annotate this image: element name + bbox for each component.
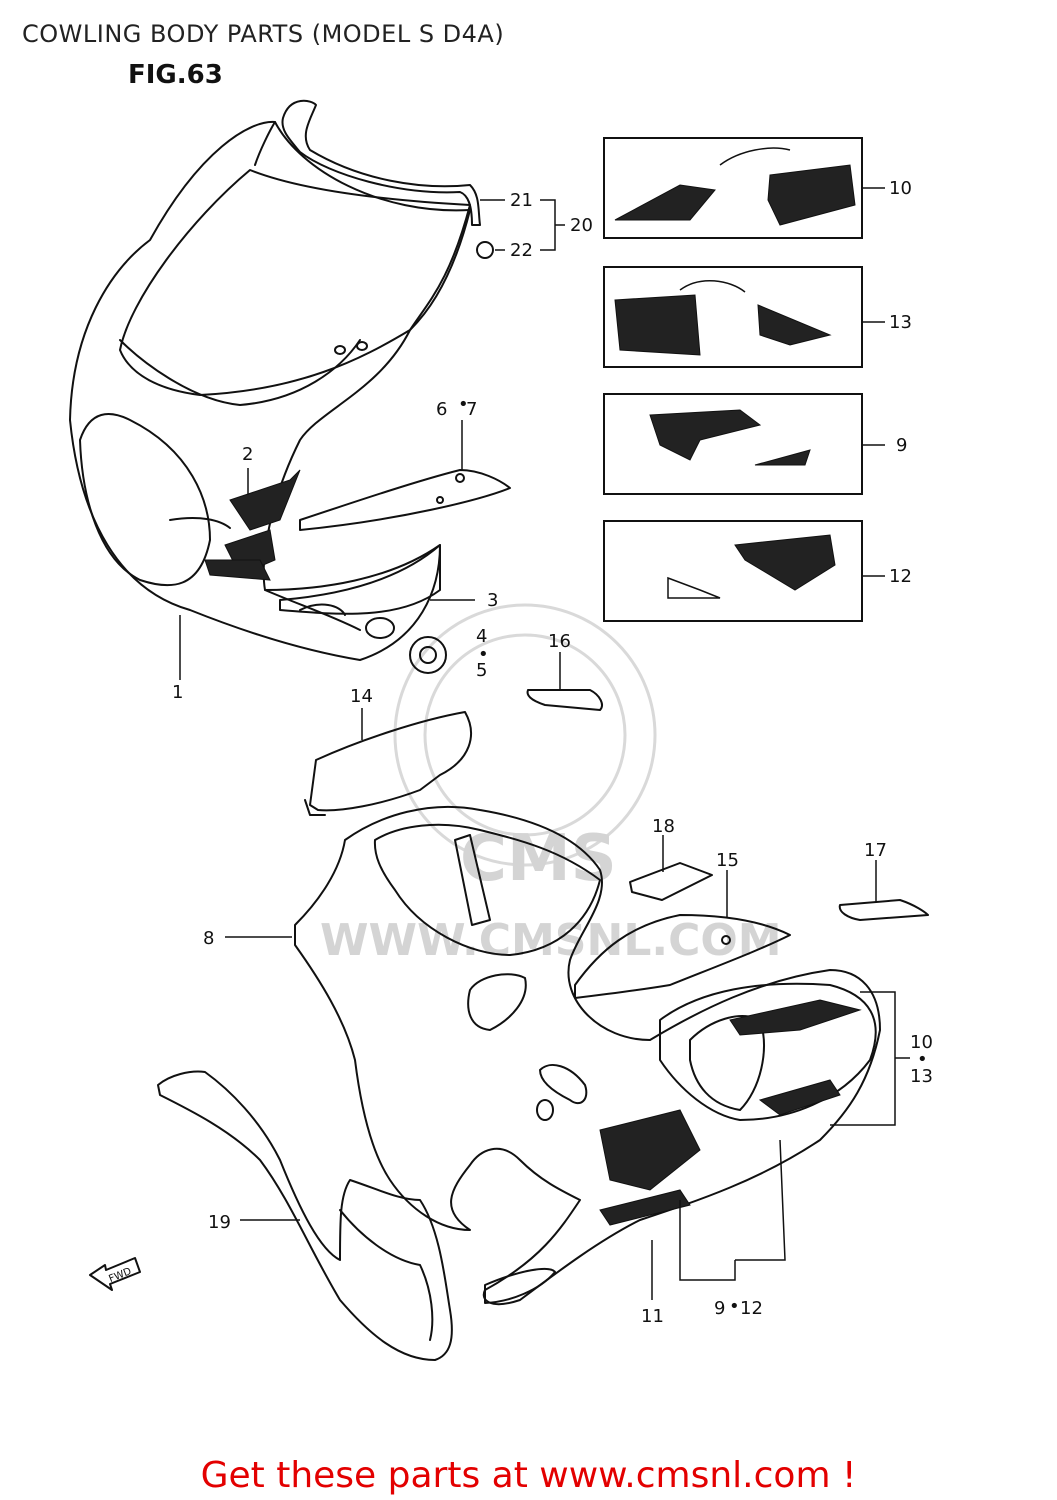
lower-cowl-decals	[599, 999, 862, 1226]
callout-11: 11	[641, 1306, 664, 1327]
watermark: CMS WWW.CMSNL.COM	[320, 603, 782, 966]
svg-text:•: •	[478, 644, 489, 665]
under-cover	[574, 914, 791, 999]
svg-text:•: •	[917, 1049, 928, 1070]
callout-12b: 12	[740, 1298, 763, 1319]
decal-box-9	[603, 393, 863, 495]
callout-5: 5	[476, 660, 487, 681]
cowl-decal	[204, 469, 301, 581]
side-panel	[304, 711, 472, 816]
clip	[838, 899, 929, 921]
callout-labels: 1 2 3 4 5 6 7 8 9 9 10 10 11 12 12 13 13…	[172, 178, 933, 1327]
callout-6: 6	[436, 399, 447, 420]
windscreen	[119, 121, 471, 396]
callout-7: 7	[466, 399, 477, 420]
callout-10: 10	[889, 178, 912, 199]
lower-cowling	[294, 805, 881, 1306]
grommet	[409, 636, 447, 674]
parts-diagram: CMS WWW.CMSNL.COM	[69, 99, 933, 1361]
callout-13: 13	[889, 312, 912, 333]
callout-1: 1	[172, 682, 183, 703]
callout-3: 3	[487, 590, 498, 611]
callout-4: 4	[476, 626, 487, 647]
callout-22: 22	[510, 240, 533, 261]
callout-21: 21	[510, 190, 533, 211]
decal-box-13	[603, 266, 863, 368]
callout-19: 19	[208, 1212, 231, 1233]
watermark-url-text: WWW.CMSNL.COM	[320, 915, 782, 966]
screw	[476, 241, 494, 259]
trim-strip	[484, 1267, 556, 1304]
windscreen-trim	[281, 99, 481, 226]
page-title: COWLING BODY PARTS (MODEL S D4A)	[22, 20, 505, 48]
svg-text:•: •	[729, 1296, 740, 1317]
callout-9: 9	[896, 435, 907, 456]
callout-14: 14	[350, 686, 373, 707]
callout-8: 8	[203, 928, 214, 949]
footer-promo-text: Get these parts at www.cmsnl.com !	[200, 1455, 857, 1496]
leader-lines	[179, 187, 910, 1300]
inner-lower-panel	[157, 1070, 453, 1361]
callout-2: 2	[242, 444, 253, 465]
watermark-logo-text: CMS	[460, 822, 617, 896]
decal-box-12	[603, 520, 863, 622]
callout-12: 12	[889, 566, 912, 587]
svg-text:•: •	[458, 394, 469, 415]
callout-10b: 10	[910, 1032, 933, 1053]
callout-13b: 13	[910, 1066, 933, 1087]
callout-20: 20	[570, 215, 593, 236]
inner-panel	[279, 544, 441, 615]
decal-box-10	[603, 137, 863, 239]
figure-number: FIG.63	[128, 60, 223, 90]
pad	[629, 862, 713, 901]
callout-18: 18	[652, 816, 675, 837]
meter-panel	[299, 469, 511, 531]
callout-15: 15	[716, 850, 739, 871]
forward-arrow-icon: FWD	[89, 1257, 141, 1291]
small-bracket	[526, 689, 603, 711]
callout-16: 16	[548, 631, 571, 652]
callout-17: 17	[864, 840, 887, 861]
callout-9b: 9	[714, 1298, 725, 1319]
